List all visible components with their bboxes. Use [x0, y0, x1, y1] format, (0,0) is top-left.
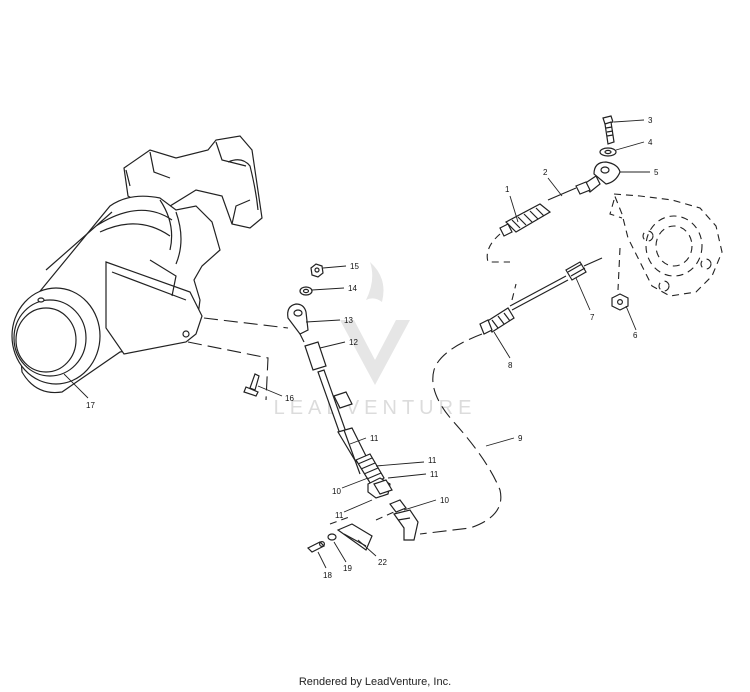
part-15-rod-end [287, 303, 309, 343]
part-10-elbow-lower [392, 509, 419, 541]
dash-line-housing-to-bolt [187, 341, 269, 401]
callout-1: 1 [505, 185, 510, 194]
callout-17: 15 [350, 262, 359, 271]
part-13-cable-end [317, 369, 367, 475]
callout-7: 7 [590, 313, 595, 322]
callout-21: 19 [343, 564, 352, 573]
part-8-cable-boot [479, 307, 515, 335]
footer-credit: Rendered by LeadVenture, Inc. [298, 676, 452, 688]
part-16-washer [299, 286, 313, 296]
callout-18: 16 [285, 394, 294, 403]
part-4-washer [599, 147, 617, 157]
part-10-nut-upper [373, 479, 393, 495]
callout-3: 3 [648, 116, 653, 125]
part-2-cable-end [547, 181, 591, 201]
watermark: LEADVENTURE [274, 262, 477, 419]
callout-10-lower: 10 [440, 496, 449, 505]
callout-2: 2 [543, 168, 548, 177]
part-6-nut [611, 293, 629, 311]
part-1-cable-boot [499, 203, 552, 237]
callout-11-lower: 11 [335, 511, 344, 520]
part-12-threaded-fitting [355, 453, 385, 487]
part-21-clip [327, 533, 337, 541]
callout-10-upper: 10 [332, 487, 341, 496]
part-19-housing [11, 135, 263, 394]
callout-8: 8 [508, 361, 513, 370]
dash-line-right-upper [511, 283, 517, 301]
callout-5: 5 [654, 168, 659, 177]
callout-4: 4 [648, 138, 653, 147]
dash-line-housing-to-rodend [203, 317, 289, 329]
callout-11-upper: 11 [430, 470, 439, 479]
watermark-text: LEADVENTURE [274, 397, 477, 419]
part-17-nut [310, 263, 324, 278]
callout-19: 17 [86, 401, 95, 410]
callout-13: 11 [370, 434, 379, 443]
part-9-cable-route [419, 333, 502, 535]
part-20-pin [306, 540, 326, 553]
callout-20: 18 [323, 571, 332, 580]
part-11-nut-lower [389, 499, 407, 513]
part-22-bracket [336, 523, 373, 551]
callouts: 3 4 5 2 1 6 7 8 9 15 14 13 12 16 17 11 1 [63, 116, 659, 580]
callout-6: 6 [633, 331, 638, 340]
callout-14: 12 [349, 338, 358, 347]
callout-12: 11 [428, 456, 437, 465]
part-18-bolt [243, 373, 260, 397]
dash-line-bracket-to-nut [617, 247, 621, 291]
callout-16: 14 [348, 284, 357, 293]
callout-9: 9 [518, 434, 523, 443]
dash-line-boot [486, 233, 510, 263]
part-7-cable-fitting [509, 257, 603, 311]
dash-line-fittings [329, 511, 395, 525]
callout-22: 22 [378, 558, 387, 567]
mounting-bracket-outline [609, 193, 723, 297]
part-3-bolt [602, 115, 615, 145]
callout-15: 13 [344, 316, 353, 325]
part-14-sleeve [304, 341, 327, 371]
watermark-logo-icon [340, 262, 410, 385]
